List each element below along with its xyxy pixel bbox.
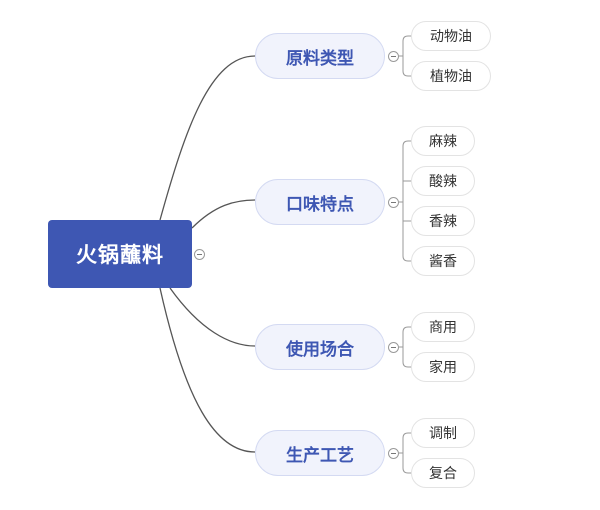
connector-b3-leaf0 — [399, 432, 411, 454]
collapse-branch-material-icon[interactable] — [388, 51, 399, 62]
connector-root-branch-3 — [159, 287, 256, 453]
leaf-node-commercial[interactable]: 商用 — [411, 312, 475, 342]
branch-node-process[interactable]: 生产工艺 — [255, 430, 385, 476]
leaf-label: 香辣 — [429, 214, 457, 230]
branch-label: 口味特点 — [286, 194, 354, 215]
leaf-label: 酸辣 — [429, 174, 457, 190]
leaf-node-sour-spicy[interactable]: 酸辣 — [411, 166, 475, 196]
connector-root-branch-2 — [169, 287, 256, 347]
root-node-label: 火锅蘸料 — [76, 243, 164, 267]
leaf-node-mala[interactable]: 麻辣 — [411, 126, 475, 156]
connector-root-branch-0 — [159, 55, 256, 221]
collapse-branch-flavor-icon[interactable] — [388, 197, 399, 208]
leaf-label: 调制 — [429, 426, 457, 442]
leaf-node-animal-oil[interactable]: 动物油 — [411, 21, 491, 51]
connector-root-branch-1 — [191, 199, 256, 229]
connector-b0-leaf0 — [399, 35, 411, 57]
branch-node-flavor[interactable]: 口味特点 — [255, 179, 385, 225]
leaf-label: 商用 — [429, 320, 457, 336]
leaf-node-blended[interactable]: 调制 — [411, 418, 475, 448]
leaf-label: 麻辣 — [429, 134, 457, 150]
leaf-node-household[interactable]: 家用 — [411, 352, 475, 382]
connector-b0-leaf1 — [399, 55, 411, 77]
collapse-branch-process-icon[interactable] — [388, 448, 399, 459]
branch-label: 使用场合 — [286, 339, 354, 360]
leaf-label: 家用 — [429, 360, 457, 376]
connector-b1-leaf0 — [399, 140, 411, 203]
leaf-node-fragrant-spicy[interactable]: 香辣 — [411, 206, 475, 236]
root-node[interactable]: 火锅蘸料 — [48, 220, 192, 288]
connector-b3-leaf1 — [399, 452, 411, 474]
branch-label: 生产工艺 — [286, 445, 354, 466]
leaf-label: 酱香 — [429, 254, 457, 270]
branch-node-material[interactable]: 原料类型 — [255, 33, 385, 79]
leaf-node-compound[interactable]: 复合 — [411, 458, 475, 488]
connector-b2-leaf0 — [399, 326, 411, 348]
collapse-branch-usage-icon[interactable] — [388, 342, 399, 353]
branch-label: 原料类型 — [286, 48, 354, 69]
leaf-label: 动物油 — [430, 29, 472, 45]
connector-b2-leaf1 — [399, 346, 411, 368]
branch-node-usage[interactable]: 使用场合 — [255, 324, 385, 370]
leaf-label: 植物油 — [430, 69, 472, 85]
leaf-node-sauce-flavor[interactable]: 酱香 — [411, 246, 475, 276]
leaf-node-vegetable-oil[interactable]: 植物油 — [411, 61, 491, 91]
connector-b1-leaf3 — [399, 201, 411, 262]
leaf-label: 复合 — [429, 466, 457, 482]
collapse-root-icon[interactable] — [194, 249, 205, 260]
